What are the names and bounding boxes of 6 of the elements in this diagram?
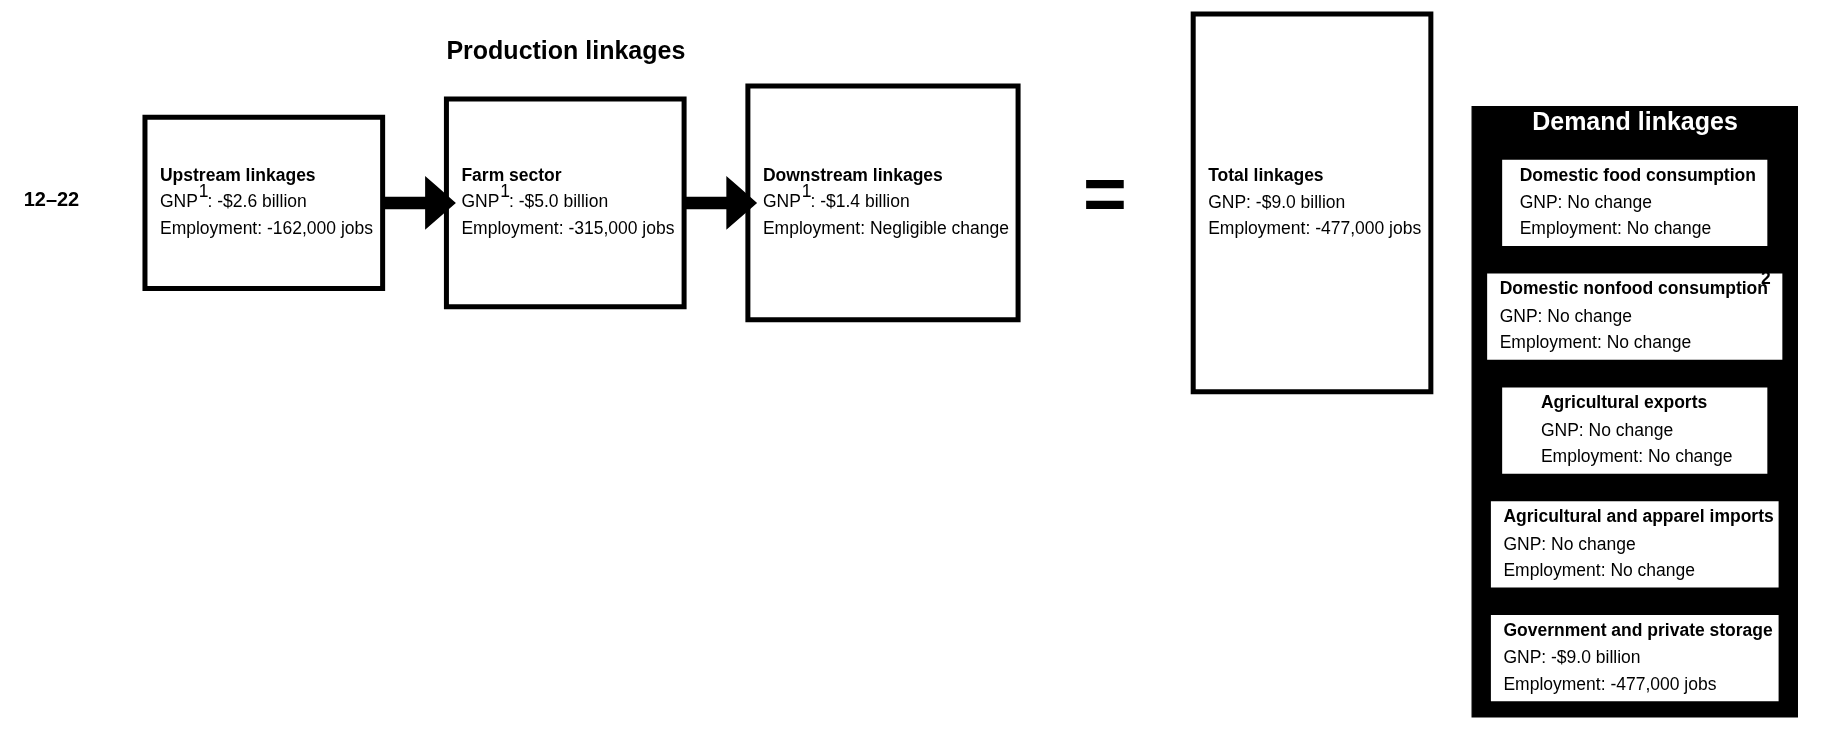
arrow bbox=[382, 175, 456, 230]
label: 12–22 bbox=[23, 188, 80, 211]
arrow bbox=[684, 175, 758, 230]
node-box: Total linkages GNP: -$9.0 billion Employment: -477,000 jobs bbox=[1190, 11, 1434, 395]
label: = bbox=[1083, 152, 1127, 237]
label: Production linkages bbox=[446, 36, 686, 65]
